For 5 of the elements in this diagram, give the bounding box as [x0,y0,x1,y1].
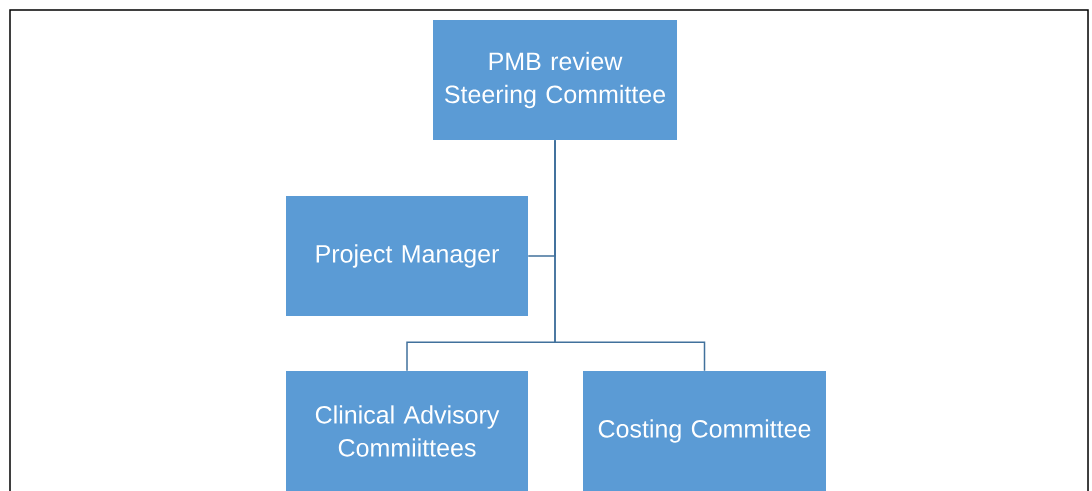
org-box: Project Manager [286,196,528,316]
connector-line [554,139,706,372]
org-box: Costing Committee [583,371,826,491]
org-box: PMB review Steering Committee [433,20,677,140]
org-box: Clinical Advisory Commiittees [286,371,528,491]
